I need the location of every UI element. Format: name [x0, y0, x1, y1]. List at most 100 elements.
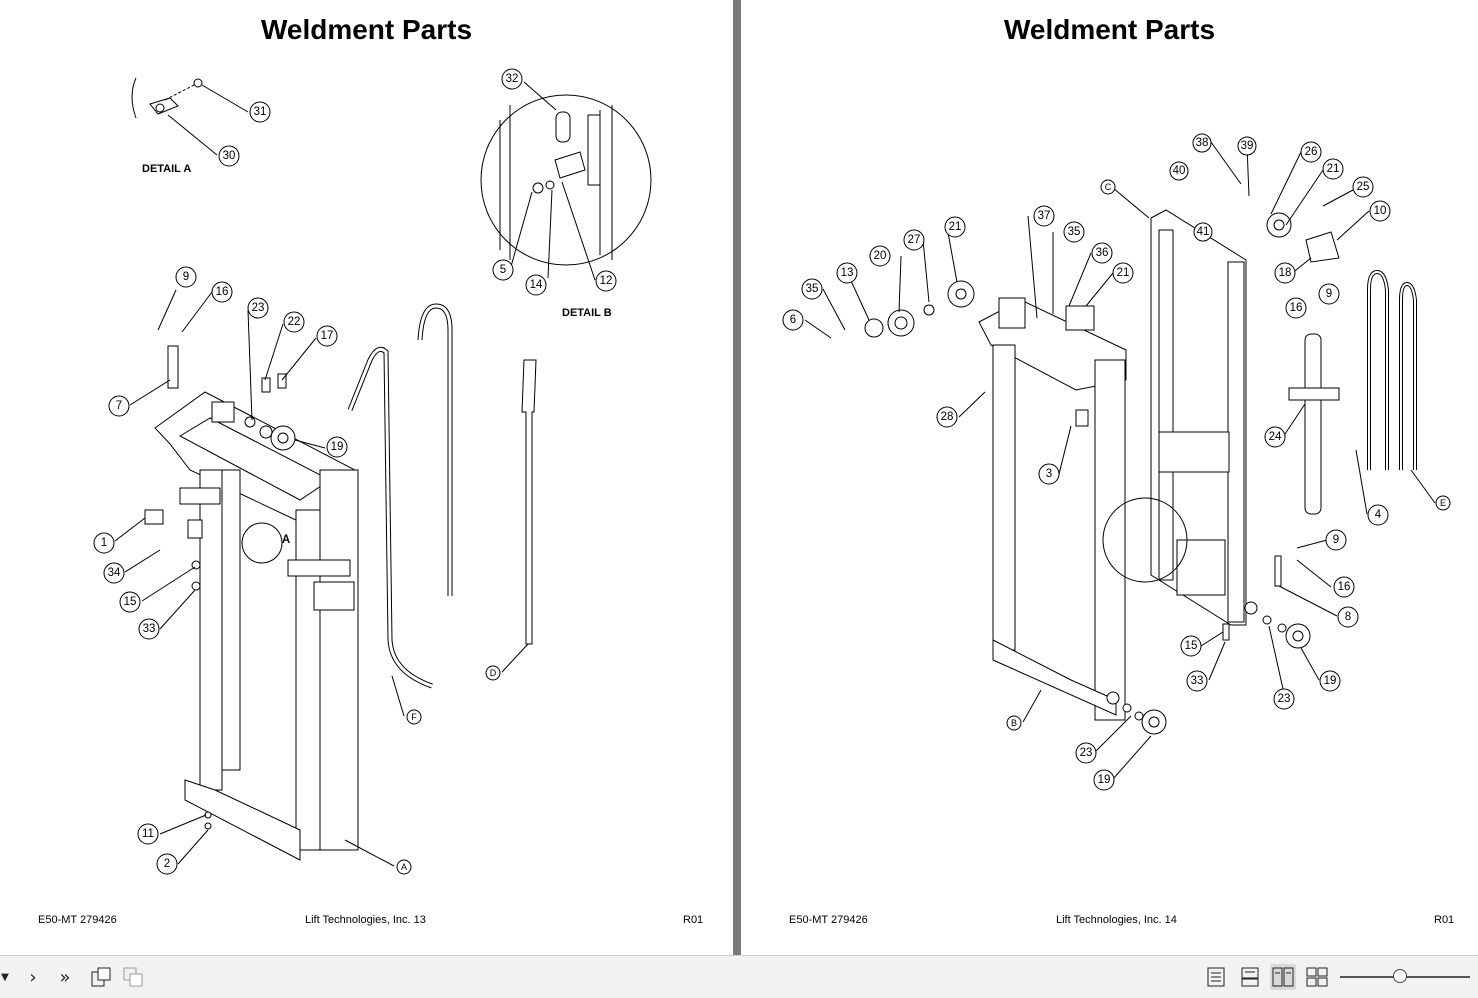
callout-10: 10 [1369, 200, 1391, 222]
document-page-14: Weldment Parts [741, 0, 1478, 955]
callout-17: 17 [316, 325, 338, 347]
callout-15: 15 [119, 591, 141, 613]
svg-text:19: 19 [1324, 675, 1337, 687]
svg-text:5: 5 [500, 264, 506, 276]
callout-14: 14 [525, 274, 547, 296]
svg-text:12: 12 [600, 275, 613, 287]
callout-9: 9 [1318, 283, 1340, 305]
callout-27: 27 [903, 229, 925, 251]
single-page-icon[interactable] [1203, 964, 1229, 990]
rotate-icon[interactable] [88, 964, 114, 990]
svg-text:39: 39 [1241, 140, 1254, 152]
footer-revision: R01 [1434, 914, 1455, 926]
weldment-assembly [864, 209, 1417, 735]
svg-text:7: 7 [116, 400, 122, 412]
detail-a-label: DETAIL A [142, 163, 191, 175]
callout-25: 25 [1352, 176, 1374, 198]
last-page-icon[interactable]: » [59, 966, 71, 988]
callout-31: 31 [249, 101, 271, 123]
callout-5: 5 [492, 259, 514, 281]
leader-lines [804, 141, 1436, 780]
svg-text:19: 19 [331, 441, 344, 453]
svg-text:2: 2 [164, 858, 170, 870]
svg-text:36: 36 [1096, 247, 1109, 259]
svg-text:21: 21 [949, 221, 962, 233]
callout-21: 21 [1322, 158, 1344, 180]
leader-lines [114, 289, 529, 867]
svg-text:A: A [401, 862, 407, 872]
parts-diagram: 38 39 26 40 C 21 25 10 41 37 35 21 20 27… [782, 133, 1451, 791]
svg-text:16: 16 [1290, 302, 1303, 314]
svg-text:4: 4 [1375, 509, 1382, 521]
svg-text:9: 9 [1326, 288, 1332, 300]
callout-19: 19 [326, 436, 348, 458]
callout-12: 12 [595, 270, 617, 292]
callout-E: E [1435, 495, 1451, 511]
callout-22: 22 [283, 311, 305, 333]
svg-text:27: 27 [908, 234, 921, 246]
svg-text:11: 11 [142, 828, 154, 840]
callout-19: 19 [1093, 769, 1115, 791]
svg-text:38: 38 [1196, 137, 1209, 149]
parts-diagram: DETAIL A DETAIL B [93, 68, 652, 875]
callout-35: 35 [1063, 221, 1085, 243]
svg-text:30: 30 [223, 150, 236, 162]
zoom-slider-thumb[interactable] [1392, 969, 1407, 983]
svg-text:33: 33 [143, 623, 156, 635]
viewer-toolbar: ▼ › » [0, 955, 1478, 998]
svg-text:6: 6 [790, 314, 796, 326]
footer-model: E50-MT 279426 [38, 914, 117, 926]
callout-23: 23 [247, 297, 269, 319]
callout-9: 9 [175, 266, 197, 288]
svg-text:33: 33 [1191, 675, 1204, 687]
two-page-continuous-icon[interactable] [1304, 964, 1330, 990]
svg-text:9: 9 [1333, 534, 1339, 546]
svg-text:D: D [490, 668, 497, 678]
svg-text:21: 21 [1117, 267, 1130, 279]
callout-3: 3 [1038, 463, 1060, 485]
callout-37: 37 [1033, 205, 1055, 227]
callout-36: 36 [1091, 242, 1113, 264]
callout-2: 2 [156, 853, 178, 875]
svg-text:37: 37 [1038, 210, 1051, 222]
continuous-icon[interactable] [1237, 964, 1263, 990]
callout-D: D [485, 665, 501, 681]
callout-23: 23 [1273, 688, 1295, 710]
svg-text:F: F [411, 712, 417, 722]
svg-text:15: 15 [124, 596, 137, 608]
callout-4: 4 [1367, 504, 1389, 526]
callout-1: 1 [93, 532, 115, 554]
callout-F: F [406, 709, 422, 725]
svg-text:21: 21 [1327, 163, 1340, 175]
callout-16: 16 [1333, 576, 1355, 598]
dropdown-arrow-icon[interactable]: ▼ [1, 971, 9, 983]
callout-9: 9 [1325, 529, 1347, 551]
svg-text:25: 25 [1357, 181, 1370, 193]
callout-A: A [396, 859, 412, 875]
callout-16: 16 [1285, 297, 1307, 319]
svg-text:13: 13 [841, 267, 854, 279]
callout-11: 11 [137, 823, 159, 845]
svg-text:32: 32 [506, 73, 519, 85]
svg-text:28: 28 [941, 411, 954, 423]
callout-28: 28 [936, 406, 958, 428]
callout-13: 13 [836, 262, 858, 284]
callout-21: 21 [1112, 262, 1134, 284]
svg-text:22: 22 [288, 316, 301, 328]
callout-33: 33 [1186, 670, 1208, 692]
next-page-icon[interactable]: › [29, 966, 37, 988]
footer-model: E50-MT 279426 [789, 914, 868, 926]
svg-text:24: 24 [1269, 431, 1282, 443]
callout-8: 8 [1337, 606, 1359, 628]
svg-text:20: 20 [874, 250, 887, 262]
callout-38: 38 [1192, 133, 1212, 153]
svg-text:1: 1 [101, 537, 107, 549]
svg-text:23: 23 [1080, 747, 1093, 759]
rotate-disabled-icon[interactable] [120, 964, 146, 990]
svg-text:E: E [1440, 498, 1446, 508]
two-page-icon[interactable] [1270, 964, 1296, 990]
callout-15: 15 [1180, 635, 1202, 657]
page-title: Weldment Parts [260, 14, 473, 45]
svg-text:23: 23 [1278, 693, 1291, 705]
callout-30: 30 [218, 145, 240, 167]
